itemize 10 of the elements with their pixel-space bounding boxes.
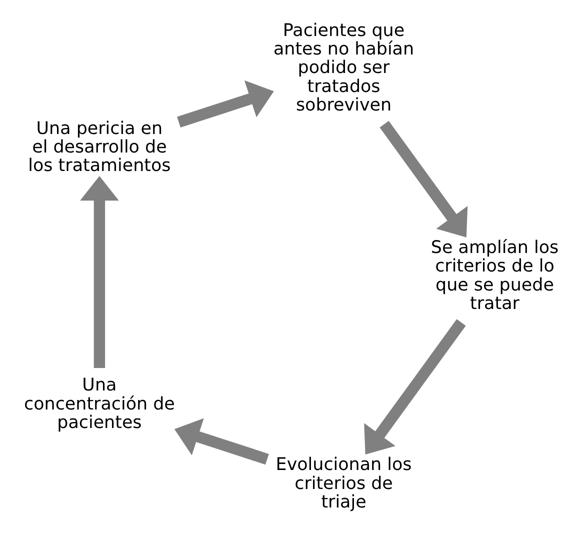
arrow [174,418,268,465]
arrow [176,80,274,128]
node-text: Se amplían los criterios de lo que se puede tratar [430,238,558,314]
node-text: Una pericia en el desarrollo de los tratamientos [28,118,170,176]
arrow [379,120,468,238]
node-text: Evolucionan los criterios de triaje [275,455,412,512]
arrow [80,176,118,368]
arrow [364,319,466,454]
node-text: Una concentración de pacientes [24,376,174,434]
node-text: Pacientes que antes no habían podido ser tratados sobreviven [272,20,414,116]
